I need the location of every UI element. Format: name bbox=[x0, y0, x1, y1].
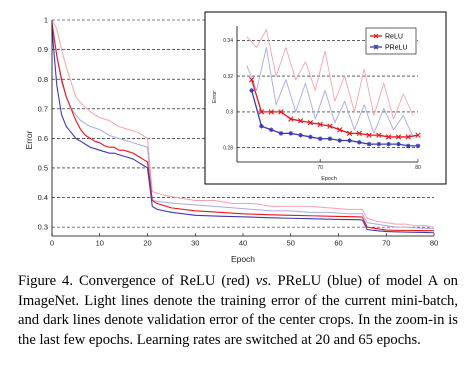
inset-y-axis-label: Error bbox=[212, 91, 218, 103]
inset-x-tick-label: 70 bbox=[317, 165, 323, 171]
inset-point-prelu bbox=[415, 143, 421, 149]
main-series-relu bbox=[51, 22, 434, 232]
main-x-tick-label: 20 bbox=[143, 239, 151, 248]
inset-point-prelu bbox=[259, 123, 264, 129]
inset-point-relu bbox=[415, 132, 421, 138]
inset-point-relu bbox=[288, 116, 294, 122]
inset-legend-label: ReLU bbox=[385, 34, 403, 41]
inset-point-prelu bbox=[278, 131, 284, 136]
inset-point-relu bbox=[385, 134, 392, 140]
inset-point-relu bbox=[356, 130, 362, 137]
inset-point-prelu bbox=[347, 138, 352, 143]
inset-point-relu bbox=[278, 109, 284, 115]
main-x-tick-label: 40 bbox=[239, 239, 247, 248]
inset-point-prelu bbox=[288, 131, 294, 136]
main-x-tick-label: 70 bbox=[382, 239, 390, 248]
inset-point-relu bbox=[268, 109, 274, 115]
main-x-tick-label: 60 bbox=[334, 239, 342, 248]
inset-x-axis-label: Epoch bbox=[321, 176, 337, 182]
inset-point-prelu bbox=[249, 88, 254, 93]
inset-point-prelu bbox=[396, 141, 401, 147]
inset-point-prelu bbox=[366, 141, 372, 147]
main-x-tick-label: 50 bbox=[287, 239, 295, 248]
inset-legend-frame bbox=[365, 27, 417, 55]
inset-point-prelu bbox=[327, 136, 333, 142]
main-series-prelu-training-mini-batch bbox=[51, 25, 435, 230]
inset-legend: ReLU PReLU bbox=[365, 27, 417, 55]
inset-series-prelu-training-mini-batch bbox=[246, 47, 414, 138]
figure-caption: Figure 4. Convergence of ReLU (red) vs. … bbox=[18, 272, 458, 350]
main-x-tick-label: 80 bbox=[430, 239, 438, 248]
main-y-tick-label: 0.6 bbox=[38, 134, 48, 143]
inset-point-relu bbox=[258, 109, 265, 115]
inset-point-relu bbox=[395, 134, 402, 140]
inset-axes: 0.28 0.3 0.32 0.34 70 80 bbox=[223, 26, 421, 171]
main-x-tick-label: 0 bbox=[50, 239, 54, 248]
main-x-tick-label: 10 bbox=[96, 239, 104, 248]
inset-point-prelu bbox=[317, 136, 323, 142]
main-y-tick-label: 0.7 bbox=[38, 104, 48, 113]
main-series-group bbox=[51, 19, 435, 234]
inset-x-tick-label: 80 bbox=[415, 165, 421, 171]
inset-y-tick-label: 0.34 bbox=[223, 38, 233, 44]
inset-y-tick-label: 0.3 bbox=[226, 110, 233, 116]
main-y-tick-label: 1 bbox=[44, 16, 48, 25]
main-x-axis-label: Epoch bbox=[231, 254, 255, 264]
inset-point-prelu bbox=[405, 143, 411, 149]
main-y-tick-label: 0.3 bbox=[38, 223, 48, 232]
inset-point-prelu bbox=[308, 134, 313, 140]
inset-zoom-chart: 0.28 0.3 0.32 0.34 70 80 Epoch Error ReLU PReL… bbox=[204, 11, 447, 185]
main-x-tick-label: 30 bbox=[191, 239, 199, 248]
caption-text-part1: Convergence of ReLU (red) bbox=[78, 273, 250, 289]
inset-point-relu bbox=[327, 123, 333, 129]
main-y-tick-label: 0.9 bbox=[38, 45, 48, 54]
main-series-relu-training-mini-batch bbox=[51, 19, 435, 228]
main-y-tick-label: 0.4 bbox=[38, 193, 48, 202]
inset-point-relu bbox=[297, 118, 304, 124]
main-y-tick-label: 0.8 bbox=[38, 75, 48, 84]
inset-point-relu bbox=[376, 132, 382, 138]
inset-point-prelu bbox=[356, 140, 362, 145]
inset-legend-item-prelu: PReLU bbox=[370, 45, 408, 52]
inset-legend-label: PReLU bbox=[385, 45, 408, 52]
inset-point-prelu bbox=[386, 141, 391, 147]
inset-series-relu bbox=[251, 79, 419, 138]
inset-point-relu bbox=[366, 132, 372, 138]
inset-point-prelu bbox=[268, 127, 274, 133]
inset-point-relu bbox=[317, 121, 323, 128]
inset-series-relu-training-mini-batch bbox=[246, 29, 414, 120]
inset-point-relu bbox=[337, 127, 343, 133]
inset-series-group bbox=[246, 29, 421, 149]
caption-vs: vs. bbox=[255, 273, 272, 289]
inset-legend-item-relu: ReLU bbox=[370, 34, 403, 41]
main-y-tick-label: 0.5 bbox=[38, 164, 48, 173]
inset-point-prelu bbox=[337, 138, 343, 143]
caption-figure-label: Figure 4. bbox=[18, 273, 73, 289]
main-series-prelu bbox=[51, 28, 435, 234]
inset-point-prelu bbox=[298, 132, 303, 138]
inset-point-relu bbox=[405, 134, 411, 140]
inset-point-relu bbox=[307, 119, 314, 126]
inset-point-relu bbox=[248, 76, 255, 83]
inset-point-relu bbox=[346, 130, 353, 137]
main-y-axis-label: Error bbox=[24, 130, 34, 149]
caption-text-part2: PReLU (blue) of model A on ImageNet. Lig… bbox=[18, 273, 458, 348]
inset-y-tick-label: 0.28 bbox=[223, 145, 233, 151]
inset-y-tick-label: 0.32 bbox=[223, 74, 233, 80]
inset-point-prelu bbox=[376, 141, 382, 147]
